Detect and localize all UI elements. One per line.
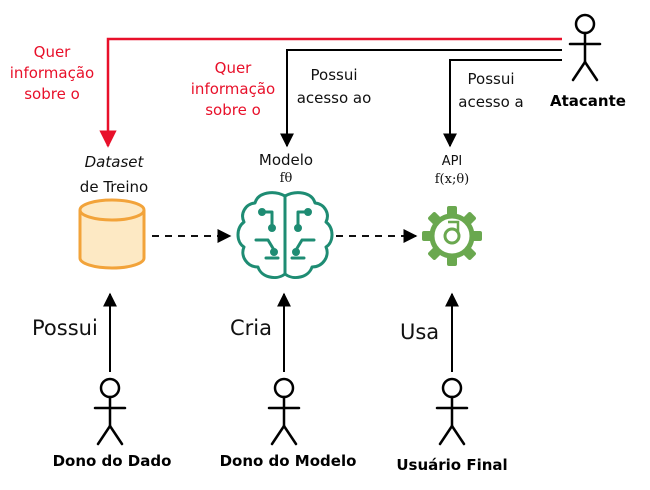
access-model-line-1: Possui xyxy=(310,66,358,84)
end-user-figure xyxy=(435,377,469,446)
model-symbol: fθ xyxy=(279,171,293,186)
want-info-model-line-1: Quer xyxy=(214,59,252,77)
data-owner-action: Possui xyxy=(32,316,98,340)
model-owner-action: Cria xyxy=(230,316,272,340)
attacker-name: Atacante xyxy=(550,92,626,110)
data-owner-name: Dono do Dado xyxy=(52,452,172,470)
attacker-to-api-arrow xyxy=(443,59,562,148)
want-info-model-line-2: informação xyxy=(190,80,276,98)
database-icon xyxy=(78,198,146,270)
data-owner-figure xyxy=(93,377,127,446)
want-info-model-label: Quer informação sobre o xyxy=(185,58,281,121)
api-symbol: f(x;θ) xyxy=(434,172,470,187)
dataset-title: Dataset de Treino xyxy=(56,150,172,200)
access-api-line-2: acesso a xyxy=(458,93,524,111)
access-model-line-2: acesso ao xyxy=(296,89,372,107)
attacker-figure xyxy=(568,13,602,82)
model-owner-name: Dono do Modelo xyxy=(219,452,357,470)
dataset-title-rest: de Treino xyxy=(79,178,149,196)
access-api-line-1: Possui xyxy=(467,70,515,88)
model-title-text: Modelo xyxy=(258,151,314,169)
want-info-dataset-line-2: informação xyxy=(9,64,95,82)
model-owner-figure xyxy=(267,377,301,446)
want-info-model-line-3: sobre o xyxy=(205,101,261,119)
brain-circuit-icon xyxy=(236,191,334,279)
api-title: API f(x;θ) xyxy=(412,153,492,189)
access-model-label: Possui acesso ao xyxy=(294,64,374,110)
want-info-dataset-line-1: Quer xyxy=(33,43,71,61)
attacker-to-dataset-arrow xyxy=(99,37,562,148)
api-title-text: API xyxy=(441,154,463,169)
access-api-label: Possui acesso a xyxy=(454,68,528,114)
attacker-to-model-arrow xyxy=(280,49,562,148)
gear-icon xyxy=(422,206,482,266)
want-info-dataset-label: Quer informação sobre o xyxy=(6,42,98,105)
dataset-title-italic: Dataset xyxy=(84,153,144,171)
end-user-action: Usa xyxy=(400,320,440,344)
model-title: Modelo fθ xyxy=(244,150,328,187)
want-info-dataset-line-3: sobre o xyxy=(24,85,80,103)
end-user-name: Usuário Final xyxy=(396,456,508,474)
